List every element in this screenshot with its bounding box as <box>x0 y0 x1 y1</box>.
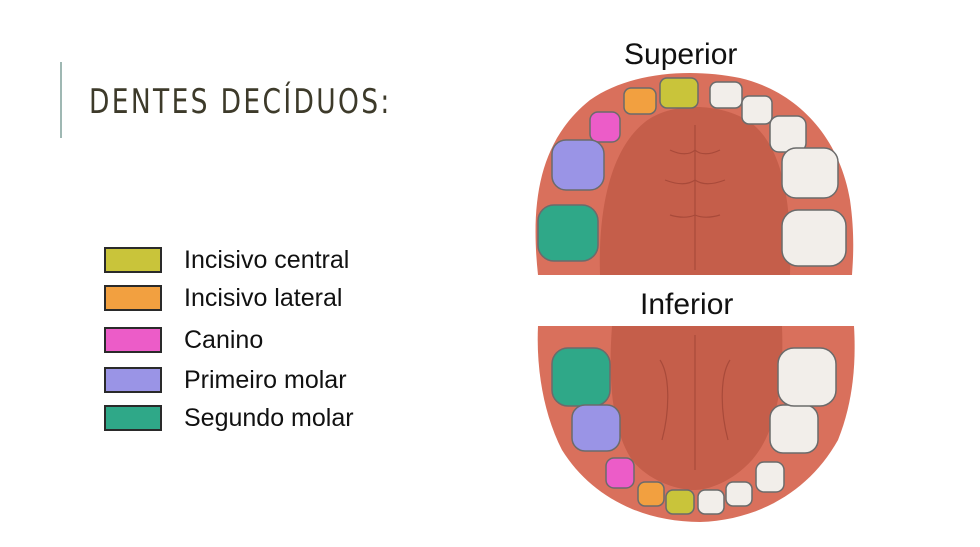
lower-tooth-white <box>755 461 785 493</box>
title-accent-bar <box>60 62 62 138</box>
upper-tooth-white <box>781 147 839 199</box>
legend-swatch <box>104 405 162 431</box>
upper-tooth-white <box>709 81 743 109</box>
lower-tooth-white <box>725 481 753 507</box>
upper-central-incisor <box>659 77 699 109</box>
lower-jaw <box>537 326 855 522</box>
tongue-groove <box>659 335 731 470</box>
upper-lateral-incisor <box>623 87 657 115</box>
legend-item-central-incisor: Incisivo central <box>104 246 349 274</box>
upper-first-molar <box>551 139 605 191</box>
legend-label: Canino <box>184 325 264 354</box>
lower-tongue <box>610 326 783 490</box>
upper-canine <box>589 111 621 143</box>
upper-tooth-white <box>781 209 847 267</box>
slide-title: DENTES DECÍDUOS: <box>89 82 392 122</box>
palate-ridges <box>664 125 726 270</box>
legend-item-canine: Canino <box>104 326 263 354</box>
lower-tooth-white <box>769 404 819 454</box>
legend-swatch <box>104 285 162 311</box>
upper-second-molar <box>537 204 599 262</box>
upper-jaw <box>535 73 854 275</box>
legend-label: Incisivo central <box>184 245 350 274</box>
lower-jaw-label: Inferior <box>640 288 733 321</box>
legend-swatch <box>104 367 162 393</box>
upper-tooth-white <box>741 95 773 125</box>
upper-jaw-label: Superior <box>624 38 737 71</box>
lower-lateral-incisor <box>637 481 665 507</box>
legend-item-lateral-incisor: Incisivo lateral <box>104 284 342 312</box>
lower-tooth-white <box>697 489 725 515</box>
legend-item-second-molar: Segundo molar <box>104 404 354 432</box>
lower-second-molar <box>551 347 611 407</box>
lower-canine <box>605 457 635 489</box>
legend-swatch <box>104 327 162 353</box>
legend-label: Incisivo lateral <box>184 283 343 312</box>
legend-swatch <box>104 247 162 273</box>
dental-arch-diagram: Superior Inferior <box>535 38 855 522</box>
legend-item-first-molar: Primeiro molar <box>104 366 347 394</box>
upper-tooth-white <box>769 115 807 153</box>
legend-label: Segundo molar <box>184 403 354 432</box>
legend-label: Primeiro molar <box>184 365 347 394</box>
lower-first-molar <box>571 404 621 452</box>
lower-tooth-white <box>777 347 837 407</box>
lower-central-incisor <box>665 489 695 515</box>
